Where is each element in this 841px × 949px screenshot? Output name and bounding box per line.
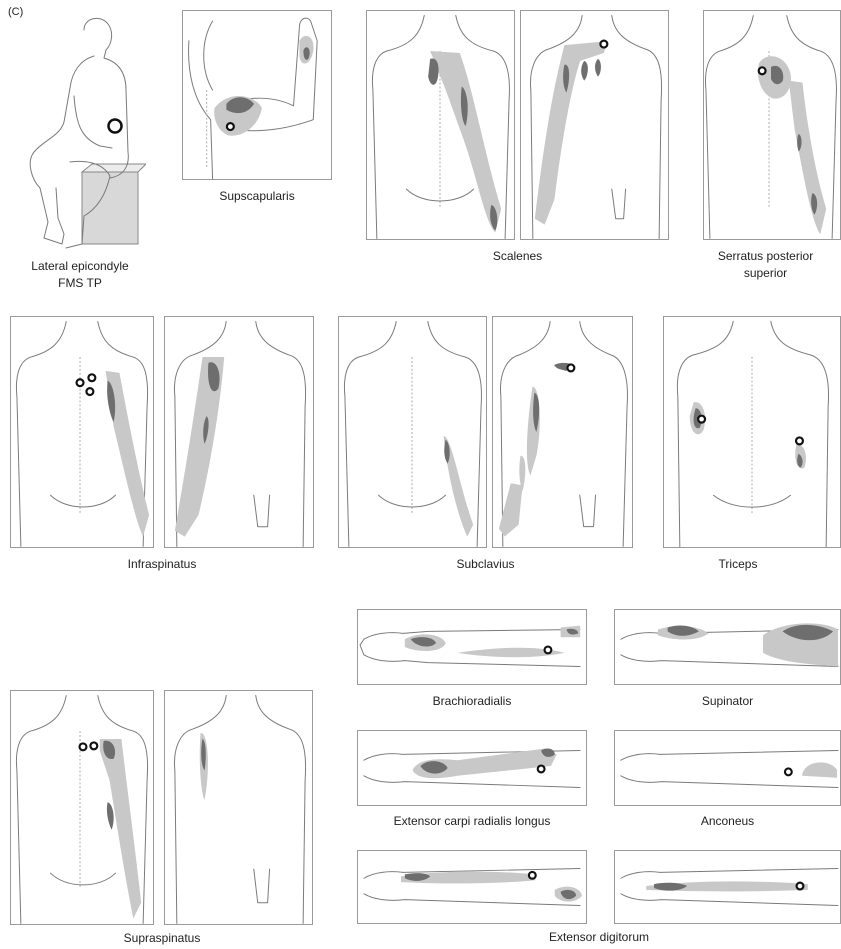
caption-line-1: Serratus posterior	[690, 248, 841, 265]
seated-figure-illustration	[14, 12, 146, 258]
caption-line-2: superior	[690, 265, 841, 282]
panel-supscapularis	[182, 10, 332, 180]
panel-supinator	[614, 609, 841, 685]
caption-supinator: Supinator	[614, 693, 841, 710]
panel-serratus-posterior-superior	[703, 10, 841, 240]
panel-extensor-digitorum-2	[614, 850, 841, 924]
caption-line-1: Lateral epicondyle	[2, 258, 158, 275]
caption-extensor-carpi-radialis-longus: Extensor carpi radialis longus	[357, 813, 587, 830]
caption-supscapularis: Supscapularis	[182, 188, 332, 205]
caption-serratus-posterior-superior: Serratus posterior superior	[690, 248, 841, 282]
panel-subclavius-front	[492, 316, 633, 548]
panel-supraspinatus-front	[164, 690, 313, 925]
panel-supraspinatus-back	[10, 690, 154, 925]
caption-triceps: Triceps	[663, 556, 813, 573]
caption-infraspinatus: Infraspinatus	[10, 556, 314, 573]
trigger-point-marker	[109, 120, 122, 133]
caption-subclavius: Subclavius	[338, 556, 633, 573]
caption-scalenes: Scalenes	[366, 248, 669, 265]
panel-scalenes-back	[366, 10, 515, 240]
caption-anconeus: Anconeus	[614, 813, 841, 830]
caption-extensor-digitorum: Extensor digitorum	[357, 929, 841, 946]
caption-line-2: FMS TP	[2, 275, 158, 292]
caption-lateral-epicondyle: Lateral epicondyle FMS TP	[2, 258, 158, 292]
panel-anconeus	[614, 730, 841, 806]
panel-triceps	[663, 316, 841, 548]
panel-extensor-digitorum-1	[357, 850, 587, 924]
caption-brachioradialis: Brachioradialis	[357, 693, 587, 710]
caption-supraspinatus: Supraspinatus	[10, 930, 314, 947]
panel-extensor-carpi-radialis-longus	[357, 730, 587, 806]
panel-brachioradialis	[357, 609, 587, 685]
panel-infraspinatus-front	[164, 316, 314, 548]
panel-subclavius-back	[338, 316, 487, 548]
panel-scalenes-front	[520, 10, 669, 240]
panel-infraspinatus-back	[10, 316, 154, 548]
